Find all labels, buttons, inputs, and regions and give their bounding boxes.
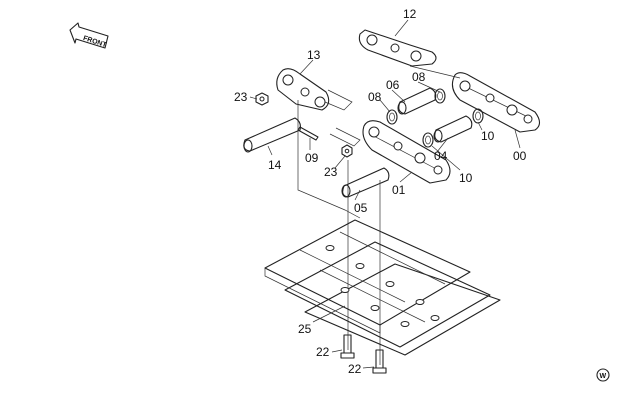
leader-lines: [249, 19, 521, 369]
callout-13: 13: [307, 48, 321, 62]
callout-04: 04: [434, 149, 448, 163]
callout-14: 14: [268, 158, 282, 172]
bolt-22-right: [372, 349, 387, 374]
pin-05: [341, 167, 390, 198]
callout-12: 12: [403, 7, 417, 21]
track-link-01: [362, 120, 451, 184]
callout-22-left: 22: [316, 345, 330, 359]
pin-09: [297, 126, 319, 141]
callout-22-right: 22: [348, 362, 362, 376]
callout-09: 09: [305, 151, 319, 165]
seal-08-left: [386, 109, 398, 125]
master-link-12: [358, 29, 437, 67]
track-link-13: [276, 68, 330, 111]
seal-08-right: [434, 88, 446, 104]
link-assembly-00: [451, 72, 541, 133]
callout-23-upper: 23: [234, 90, 248, 104]
bushing-06: [397, 87, 437, 115]
callout-06: 06: [386, 78, 400, 92]
track-shoe-25: [264, 219, 501, 356]
bolt-22-left: [340, 334, 355, 359]
spacer-10-lower: [422, 132, 434, 148]
corner-mark-letter: W: [600, 373, 607, 380]
callout-10-lower: 10: [459, 171, 473, 185]
callout-23-lower: 23: [324, 165, 338, 179]
nut-23-lower: [341, 144, 353, 158]
front-arrow-icon: FRONT: [69, 22, 109, 49]
callout-08-left: 08: [368, 90, 382, 104]
callout-05: 05: [354, 201, 368, 215]
callout-25: 25: [298, 322, 312, 336]
nut-23-upper: [255, 92, 269, 106]
bushing-04: [433, 115, 473, 143]
callout-10-upper: 10: [481, 129, 495, 143]
front-arrow-label: FRONT: [82, 35, 108, 49]
assembly-guide-lines: [297, 65, 461, 365]
corner-mark: W: [596, 368, 610, 382]
callout-01: 01: [392, 183, 406, 197]
callout-00: 00: [513, 149, 527, 163]
pin-14: [243, 117, 301, 153]
callout-08-right: 08: [412, 70, 426, 84]
